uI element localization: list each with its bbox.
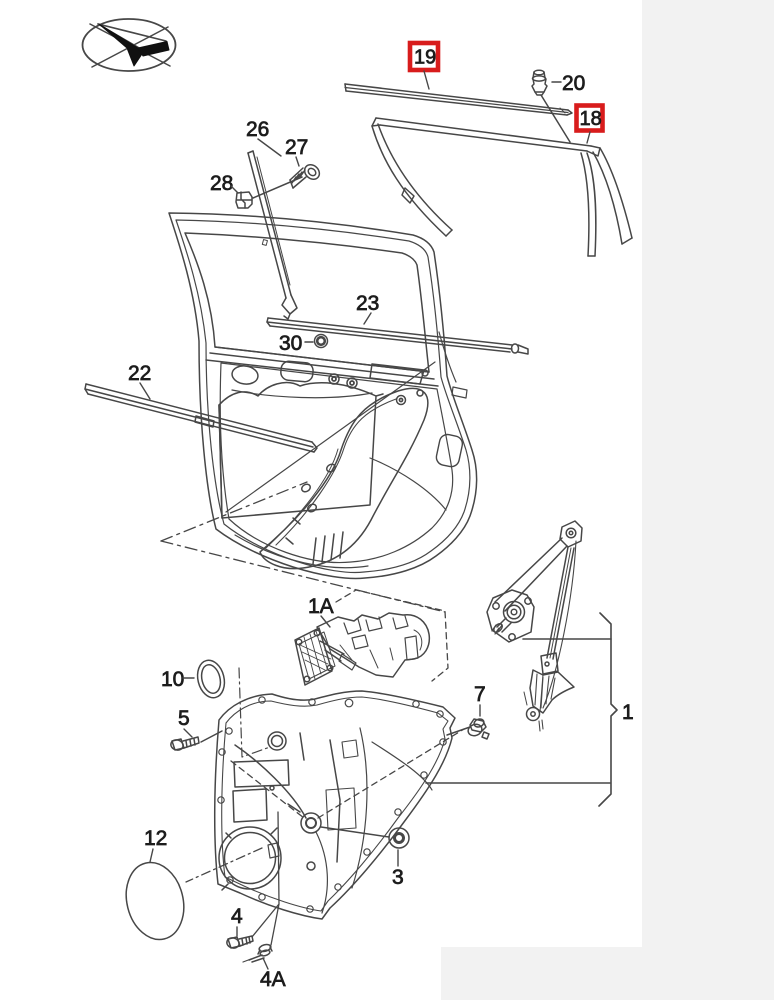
- svg-text:3: 3: [392, 866, 404, 889]
- svg-text:5: 5: [178, 707, 190, 730]
- svg-text:10: 10: [161, 668, 184, 691]
- svg-text:22: 22: [128, 362, 151, 385]
- svg-text:1: 1: [622, 701, 634, 724]
- svg-text:30: 30: [279, 332, 302, 355]
- svg-text:4A: 4A: [260, 968, 286, 991]
- svg-text:1A: 1A: [308, 595, 334, 618]
- svg-text:19: 19: [414, 47, 436, 69]
- svg-text:7: 7: [474, 683, 486, 706]
- svg-text:12: 12: [144, 827, 167, 850]
- svg-text:4: 4: [231, 905, 243, 928]
- svg-text:28: 28: [210, 172, 233, 195]
- svg-text:20: 20: [562, 72, 585, 95]
- svg-text:26: 26: [246, 118, 269, 141]
- svg-text:27: 27: [285, 136, 308, 159]
- svg-text:23: 23: [356, 292, 379, 315]
- svg-text:18: 18: [580, 108, 602, 130]
